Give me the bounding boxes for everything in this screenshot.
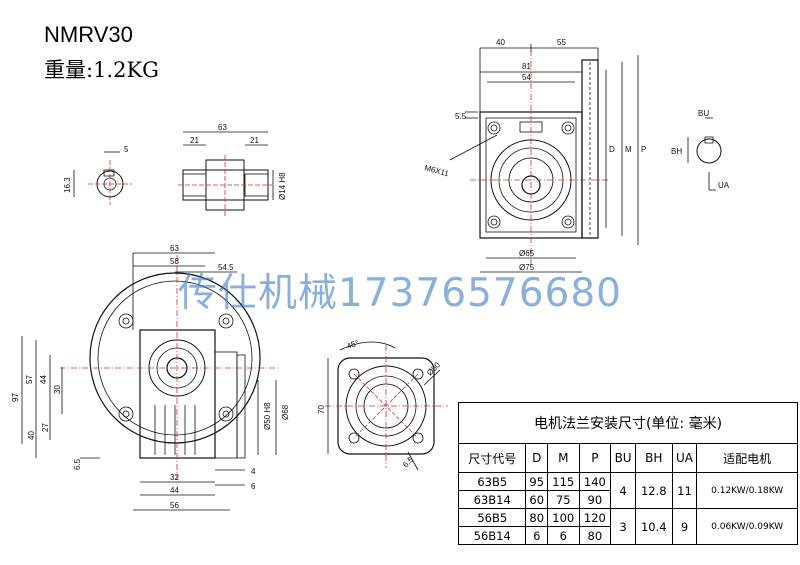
dim-text: 16.3 [63,177,72,193]
cell: 0.12KW/0.18KW [696,472,798,509]
dim-text: 45° [346,338,360,351]
cell: 6 [546,526,580,545]
dim-text: 70 [317,405,326,414]
hollow-shaft-sleeve [178,131,274,218]
header-cell: BH [634,443,673,473]
dim-text: 6.5 [401,455,416,470]
cell: 115 [546,472,580,491]
keyway-detail [687,117,722,191]
dim-text: 56 [170,501,179,510]
cell: 4 [610,472,636,509]
header-cell: 适配电机 [696,443,798,473]
dim-text: 55 [557,38,566,47]
dim-text: M [625,145,632,154]
dim-text: D [609,145,615,154]
dim-text: 63 [170,244,179,253]
table-row: 56B5 80 100 120 3 10.4 9 0.06KW/0.09KW [457,508,798,545]
header-cell: UA [671,443,698,473]
dim-text: Ø75 [519,263,535,272]
header-cell: P [578,443,612,473]
table-row: 63B5 95 115 140 4 12.8 11 0.12KW/0.18KW [457,472,798,509]
dim-text: 21 [190,136,199,145]
dim-text: 54 [522,73,531,82]
dim-text: 30 [53,385,62,394]
dim-text: 6.5 [73,458,82,470]
dim-text: Ø50 H8 [263,402,272,430]
dim-text: 57 [25,375,34,384]
dim-text: 5 [124,145,129,154]
dim-text: Ø65 [519,249,535,258]
dim-text: M6X11 [423,163,450,178]
dim-text: 40 [496,38,505,47]
flange-view [325,341,448,471]
cell: 80 [578,526,612,545]
header-cell: D [525,443,548,473]
table-row: 56B14 6 6 80 [457,526,798,545]
weight-label: 重量:1.2KG [44,58,159,82]
dim-text: P [641,145,646,154]
cell: 90 [578,490,612,509]
watermark-text: 传仕机械17376576680 [178,271,622,316]
cell: 56B14 [457,526,527,545]
cell: 11 [671,472,698,509]
front-view [21,252,280,511]
dim-text: 21 [250,136,259,145]
flange-dimension-table: 电机法兰安装尺寸(单位: 毫米) 尺寸代号 D M P BU BH UA 适配电… [457,402,798,545]
cell: 95 [525,472,548,491]
dim-text: 58 [170,257,179,266]
cell: 60 [525,490,548,509]
header-cell: M [546,443,580,473]
dim-text: 32 [170,473,179,482]
dim-text: 40 [27,431,36,440]
dim-text: 44 [170,486,179,495]
header-cell: BU [610,443,636,473]
dim-text: BH [671,147,682,156]
dim-text: 6 [251,482,256,491]
cell: 9 [671,508,698,545]
dim-text: BU [698,109,709,118]
dim-text: Ø68 [281,404,290,420]
header-cell: 尺寸代号 [457,443,527,473]
cell: 6 [525,526,548,545]
dim-text: 27 [41,423,50,432]
cell: 100 [546,508,580,527]
dim-text: UA [718,181,730,190]
dim-text: 54.5 [218,263,234,272]
shaft-section [73,151,132,205]
dim-text: Ø80 [425,360,442,377]
cell: 120 [578,508,612,527]
cell: 12.8 [634,472,673,509]
dim-text: 63 [218,123,227,132]
dim-text: 5.5 [455,112,467,121]
dim-text: 81 [522,62,531,71]
model-title: NMRV30 [44,22,133,47]
cell: 0.06KW/0.09KW [696,508,798,545]
dim-text: 4 [251,467,256,476]
cell: 56B5 [457,508,527,527]
dim-text: 44 [39,375,48,384]
cell: 63B14 [457,490,527,509]
cell: 10.4 [634,508,673,545]
cell: 3 [610,508,636,545]
side-view [449,44,639,273]
cell: 63B5 [457,472,527,491]
cell: 80 [525,508,548,527]
cell: 140 [578,472,612,491]
table-caption: 电机法兰安装尺寸(单位: 毫米) [458,402,798,444]
dim-text: 97 [11,393,20,402]
dim-text: Ø14 H8 [278,172,287,200]
cell: 75 [546,490,580,509]
